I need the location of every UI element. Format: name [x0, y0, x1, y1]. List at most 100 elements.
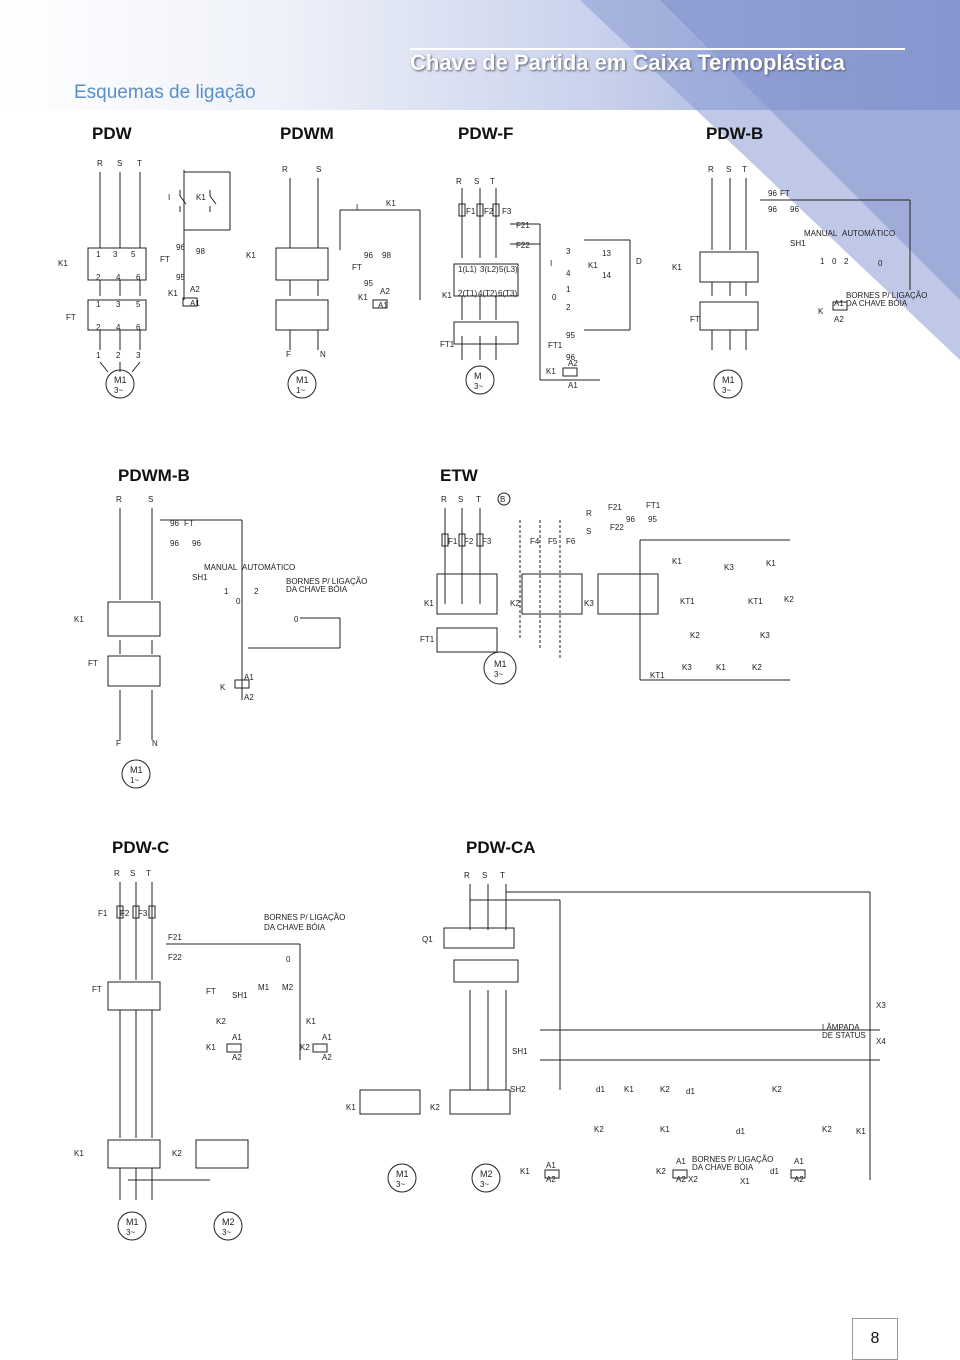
- kt1-label: KT1: [680, 597, 695, 606]
- fuse-symbol: [116, 905, 124, 919]
- bornes-label: BORNES P/ LIGAÇÃO: [846, 291, 927, 300]
- fuse-symbol: [441, 533, 449, 547]
- diagram-label: 1: [820, 257, 825, 266]
- coil-a1: A1: [834, 299, 844, 308]
- coil-symbol: [372, 299, 388, 309]
- contactor-block: [107, 1139, 161, 1169]
- sh1-label: SH1: [790, 239, 806, 248]
- diagram-label: 95: [364, 279, 373, 288]
- wire-lines: [99, 170, 911, 1200]
- coil-a2: A2: [380, 287, 390, 296]
- f21-label: F21: [608, 503, 622, 512]
- phase-label: S: [726, 165, 731, 174]
- fuse-label: F2: [484, 207, 494, 216]
- title-rule: [410, 48, 905, 50]
- contactor-label: K1: [74, 1149, 84, 1158]
- diagram-label: 0: [286, 955, 291, 964]
- d1-label: d1: [686, 1087, 695, 1096]
- diagram-label: 96: [768, 189, 777, 198]
- contactor-label: K1: [58, 259, 68, 268]
- phase-label: S: [148, 495, 153, 504]
- diagram-label: I: [168, 193, 170, 202]
- coil-a2: A2: [794, 1175, 804, 1184]
- diagram-label: 5: [136, 300, 141, 309]
- diagram-label: B: [500, 495, 505, 504]
- diagram-label: 0: [552, 293, 557, 302]
- diagram-label: 2: [96, 323, 101, 332]
- diagram-label: 1: [224, 587, 229, 596]
- contactor2-label: K2: [172, 1149, 182, 1158]
- sh1-label: SH1: [192, 573, 208, 582]
- ft1-label: FT1: [440, 340, 455, 349]
- contactor-label: K1: [672, 263, 682, 272]
- bornes-label: BORNES P/ LIGAÇÃO: [286, 577, 367, 586]
- motor-label: M2: [480, 1169, 493, 1179]
- coil-a2: A2: [322, 1053, 332, 1062]
- contactor-label: K1: [306, 1017, 316, 1026]
- diagram-label: 1: [566, 285, 571, 294]
- section-pdwca: PDW-CA: [466, 838, 536, 857]
- diagram-label: 6: [136, 273, 141, 282]
- coil-a2: A2: [190, 285, 200, 294]
- chave-boia-label: DA CHAVE BÓIA: [846, 299, 908, 308]
- coil-a2: A2: [834, 315, 844, 324]
- contactor-block: [195, 1139, 249, 1169]
- wire: [179, 195, 187, 205]
- chave-boia-label: DA CHAVE BÓIA: [692, 1163, 754, 1172]
- coil-symbol: [182, 297, 198, 307]
- kt1-label: KT1: [748, 597, 763, 606]
- contactor2-label: K2: [216, 1017, 226, 1026]
- phase-label: S: [474, 177, 479, 186]
- contactor2-label: K2: [690, 631, 700, 640]
- f22-label: F22: [516, 241, 530, 250]
- automatico-label: AUTOMÁTICO: [242, 563, 295, 572]
- contactor2-label: K2: [510, 599, 520, 608]
- diagram-label: 0: [294, 615, 299, 624]
- neutral-label: N: [152, 739, 158, 748]
- coil-a1: A1: [378, 301, 388, 310]
- coil-symbol: [672, 1169, 688, 1179]
- overload-label: FT: [780, 189, 790, 198]
- overload-label: FT: [66, 313, 76, 322]
- coil-label: K2: [300, 1043, 310, 1052]
- diagram-label: 96: [170, 539, 179, 548]
- motor-phase-label: 1~: [130, 776, 139, 785]
- diagram-label: 96: [626, 515, 635, 524]
- coil-symbol: [544, 1169, 560, 1179]
- contactor-label: K1: [766, 559, 776, 568]
- diagram-label: R: [586, 509, 592, 518]
- chave-boia-label: DA CHAVE BÓIA: [264, 923, 326, 932]
- section-etw: ETW: [440, 466, 478, 485]
- overload-relay: [699, 301, 759, 331]
- diagram-label: 1: [96, 250, 101, 259]
- neutral-label: N: [320, 350, 326, 359]
- contactor-block: [359, 1089, 421, 1115]
- diagram-label: F4: [530, 537, 540, 546]
- section-pdwmb: PDWM-B: [118, 466, 190, 485]
- contactor-block: [107, 601, 161, 637]
- diagram-label: 4: [116, 323, 121, 332]
- motor-label: M1: [114, 375, 127, 385]
- fuse-symbol: [458, 203, 466, 217]
- motor-phase-label: 3~: [396, 1180, 405, 1189]
- contactor-label: K1: [672, 557, 682, 566]
- phase-label: T: [500, 871, 505, 880]
- coil-a1: A1: [244, 673, 254, 682]
- motor-label: M1: [722, 375, 735, 385]
- fuse-symbol: [148, 905, 156, 919]
- motor-phase-label: 3~: [474, 382, 483, 391]
- motor1-pdwca: [387, 1163, 417, 1193]
- phase-label: T: [146, 869, 151, 878]
- contactor-label: K1: [196, 193, 206, 202]
- bornes-label: BORNES P/ LIGAÇÃO: [264, 913, 345, 922]
- overload-label: FT: [206, 987, 216, 996]
- diagram-label: 13: [602, 249, 611, 258]
- contactor-label: K1: [386, 199, 396, 208]
- overload-relay: [436, 627, 498, 653]
- diagram-label: 2: [844, 257, 849, 266]
- f21-label: F21: [516, 221, 530, 230]
- diagram-label: 2: [566, 303, 571, 312]
- coil-a2: A2: [568, 359, 578, 368]
- phase-label: R: [116, 495, 122, 504]
- diagram-label: 98: [382, 251, 391, 260]
